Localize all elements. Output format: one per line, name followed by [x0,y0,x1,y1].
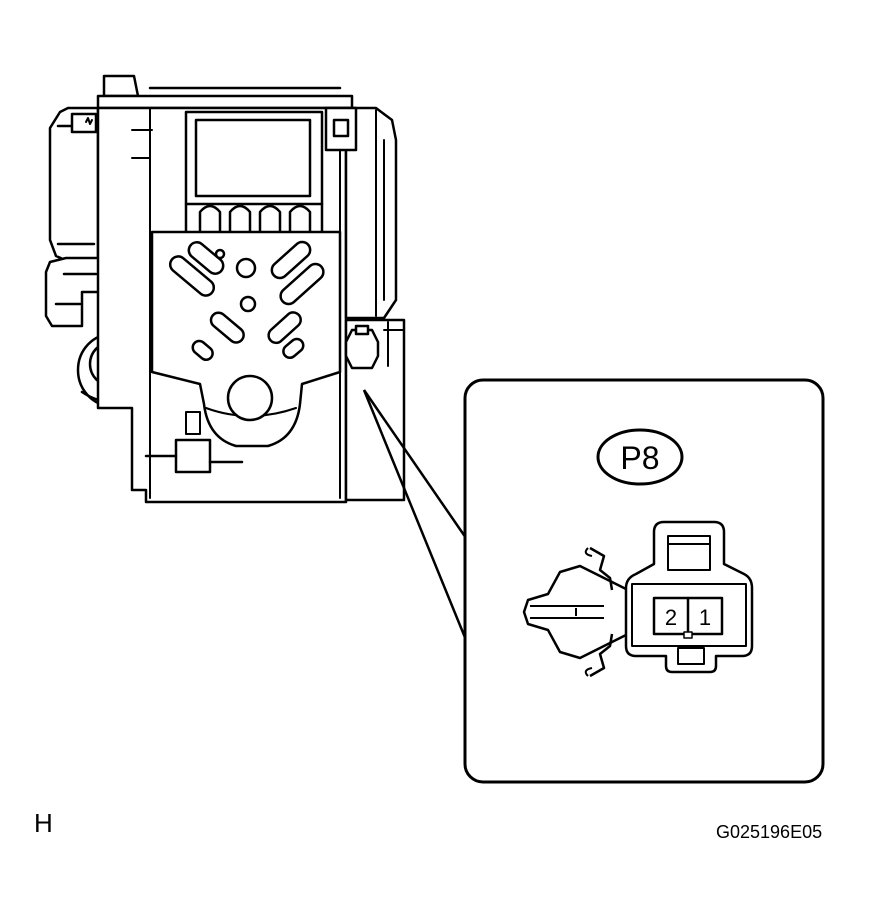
connector-code: P8 [620,440,659,476]
lower-left-bracket [44,256,102,328]
callout-lines [362,389,468,641]
connector-on-assembly [344,328,380,370]
view-letter: H [34,808,53,838]
component-assembly [44,74,406,504]
connector-face [522,520,754,678]
pin-label-2: 2 [665,605,677,630]
top-cap [102,74,140,98]
figure-id: G025196E05 [716,822,823,842]
pin-label-1: 1 [699,605,711,630]
connector-code-oval [596,428,684,486]
